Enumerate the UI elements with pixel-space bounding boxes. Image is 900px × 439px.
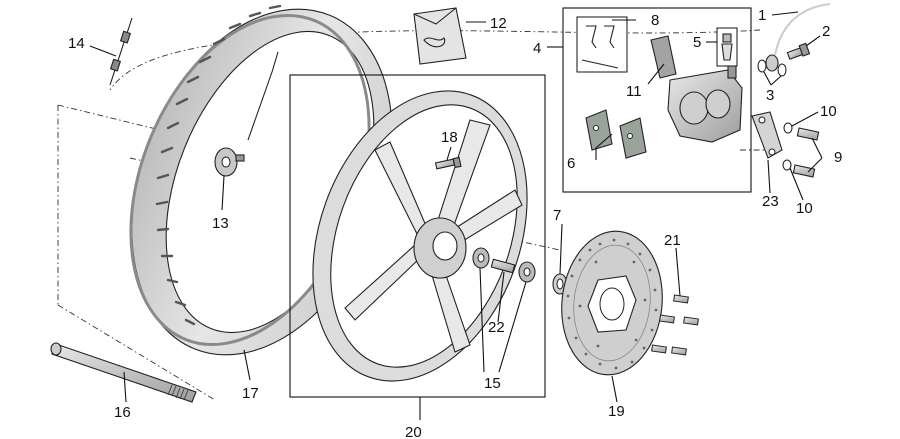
brake-hose bbox=[765, 3, 831, 72]
wheel-hub bbox=[413, 217, 467, 279]
callout-17: 17 bbox=[242, 385, 259, 402]
bleed-valve bbox=[716, 27, 738, 67]
callout-10-lower: 10 bbox=[796, 200, 813, 217]
callout-4: 4 bbox=[533, 40, 541, 57]
callout-18: 18 bbox=[441, 129, 458, 146]
brake-caliper-frame bbox=[562, 7, 752, 193]
speedometer-cable-rod bbox=[247, 51, 279, 141]
wheel-assembly-frame bbox=[289, 74, 546, 398]
callout-11: 11 bbox=[626, 83, 642, 100]
callout-labels: 1 2 3 4 5 6 7 8 9 10 10 11 12 13 14 15 1… bbox=[68, 7, 842, 439]
speedometer-cable bbox=[109, 17, 133, 86]
callout-6: 6 bbox=[567, 155, 575, 172]
bearings-and-spacer bbox=[472, 247, 536, 283]
caliper-bracket bbox=[751, 111, 783, 159]
callout-9: 9 bbox=[834, 149, 842, 166]
brake-caliper bbox=[667, 65, 743, 143]
brake-pads bbox=[585, 109, 647, 159]
valve-stem bbox=[434, 156, 462, 170]
callout-16: 16 bbox=[114, 404, 131, 421]
callout-5: 5 bbox=[693, 34, 701, 51]
callout-10-upper: 10 bbox=[820, 103, 837, 120]
callout-12: 12 bbox=[490, 15, 507, 32]
leader-lines bbox=[89, 11, 823, 420]
callout-20: 20 bbox=[405, 424, 422, 439]
callout-3: 3 bbox=[766, 87, 774, 104]
callout-22: 22 bbox=[488, 319, 505, 336]
disc-bolts bbox=[651, 294, 699, 356]
front-rim bbox=[312, 90, 528, 382]
disc-drill-holes bbox=[566, 238, 658, 370]
banjo-bolt bbox=[786, 42, 811, 60]
callout-2: 2 bbox=[822, 23, 830, 40]
anti-rattle-spring bbox=[650, 35, 677, 79]
callout-13: 13 bbox=[212, 215, 229, 232]
callout-7: 7 bbox=[553, 207, 561, 224]
pad-fitting-kit bbox=[576, 16, 628, 73]
callout-1: 1 bbox=[758, 7, 766, 24]
callout-15: 15 bbox=[484, 375, 501, 392]
brake-disc bbox=[561, 230, 663, 376]
callout-23: 23 bbox=[762, 193, 779, 210]
sealing-washers bbox=[757, 59, 787, 77]
tire-tread bbox=[155, 4, 282, 326]
speedometer-drive bbox=[214, 147, 245, 177]
callout-8: 8 bbox=[651, 12, 659, 29]
callout-21: 21 bbox=[664, 232, 681, 249]
tool-kit-bag bbox=[413, 7, 467, 65]
callout-14: 14 bbox=[68, 35, 85, 52]
callout-19: 19 bbox=[608, 403, 625, 420]
caliper-bolts bbox=[782, 122, 820, 178]
